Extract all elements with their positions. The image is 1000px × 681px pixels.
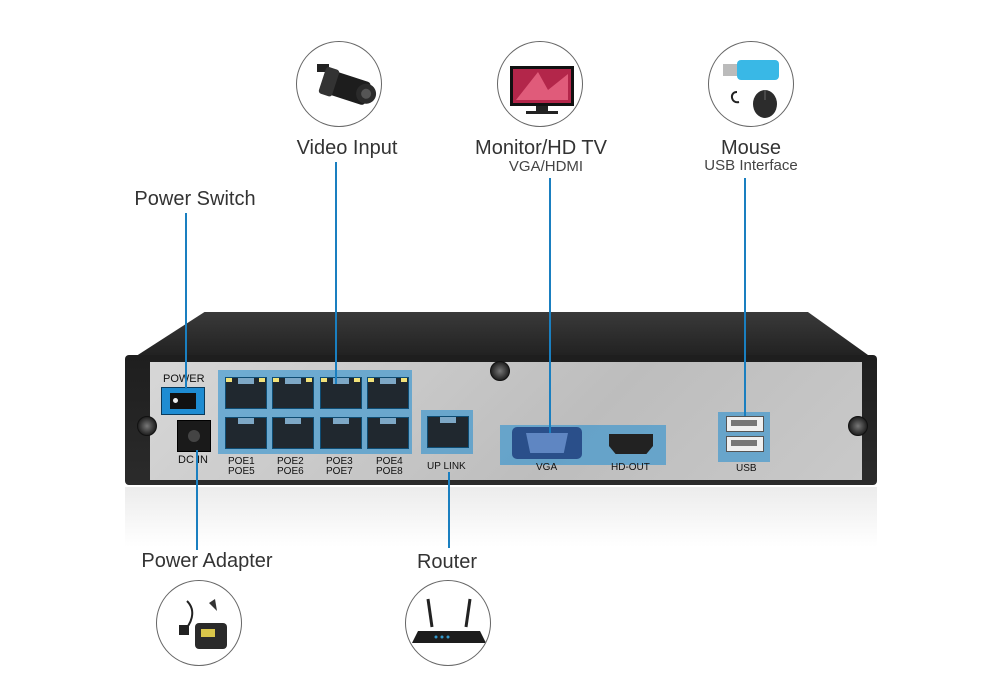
usb-port-1[interactable] [726,416,764,432]
poe5-label: POE5 [228,466,255,477]
router-line [448,472,450,548]
poe8-port[interactable] [367,417,409,449]
vga-port[interactable] [512,427,582,459]
usb-text: USB [736,463,757,474]
poe3-port[interactable] [320,377,362,409]
poe3-label: POE3 [326,456,353,467]
poe4-label: POE4 [376,456,403,467]
poe2-port[interactable] [272,377,314,409]
led [354,378,360,382]
poe4-port[interactable] [367,377,409,409]
router-icon [412,598,486,643]
power-adapter-line [196,450,198,550]
poe2-label: POE2 [277,456,304,467]
monitor-label: Monitor/HD TV [475,137,607,159]
power-switch[interactable] [161,387,205,415]
dc-in-text: DC IN [178,454,208,466]
led [368,378,374,382]
monitor-icon [510,66,574,114]
uplink-port[interactable] [427,416,469,448]
nvr-reflection [125,487,877,547]
power-adapter-icon [179,599,227,649]
usb-port-2[interactable] [726,436,764,452]
led [259,378,265,382]
router-label: Router [416,551,478,573]
camera-icon-circle [296,41,382,127]
mouse-sub-label: USB Interface [704,157,798,174]
mouse-label: Mouse [720,137,782,159]
router-icon-circle [405,580,491,666]
led [401,378,407,382]
camera-icon [317,64,377,105]
screw-top [490,361,510,381]
poe6-port[interactable] [272,417,314,449]
poe1-label: POE1 [228,456,255,467]
poe7-port[interactable] [320,417,362,449]
monitor-line [549,178,551,433]
power-switch-label: Power Switch [134,188,256,210]
poe6-label: POE6 [277,466,304,477]
mouse-line [744,178,746,416]
monitor-sub-label: VGA/HDMI [508,158,584,175]
poe1-port[interactable] [225,377,267,409]
led [226,378,232,382]
monitor-icon-circle [497,41,583,127]
poe5-port[interactable] [225,417,267,449]
vga-text: VGA [536,462,558,473]
screw-right [848,416,868,436]
video-input-label: Video Input [296,137,398,159]
led [273,378,279,382]
hd-out-port[interactable] [609,434,653,454]
power-text: POWER [163,373,205,385]
led [306,378,312,382]
hd-out-text: HD-OUT [611,462,650,473]
led [321,378,327,382]
power-adapter-label: Power Adapter [141,550,273,572]
usb-mouse-icon-circle [708,41,794,127]
nvr-top-cover [130,312,875,360]
usb-mouse-icon [723,60,779,118]
uplink-text: UP LINK [427,461,466,472]
screw-left [137,416,157,436]
video-input-line [335,162,337,384]
power-switch-line [185,213,187,389]
poe8-label: POE8 [376,466,403,477]
power-adapter-icon-circle [156,580,242,666]
poe7-label: POE7 [326,466,353,477]
dc-in-port[interactable] [177,420,211,452]
